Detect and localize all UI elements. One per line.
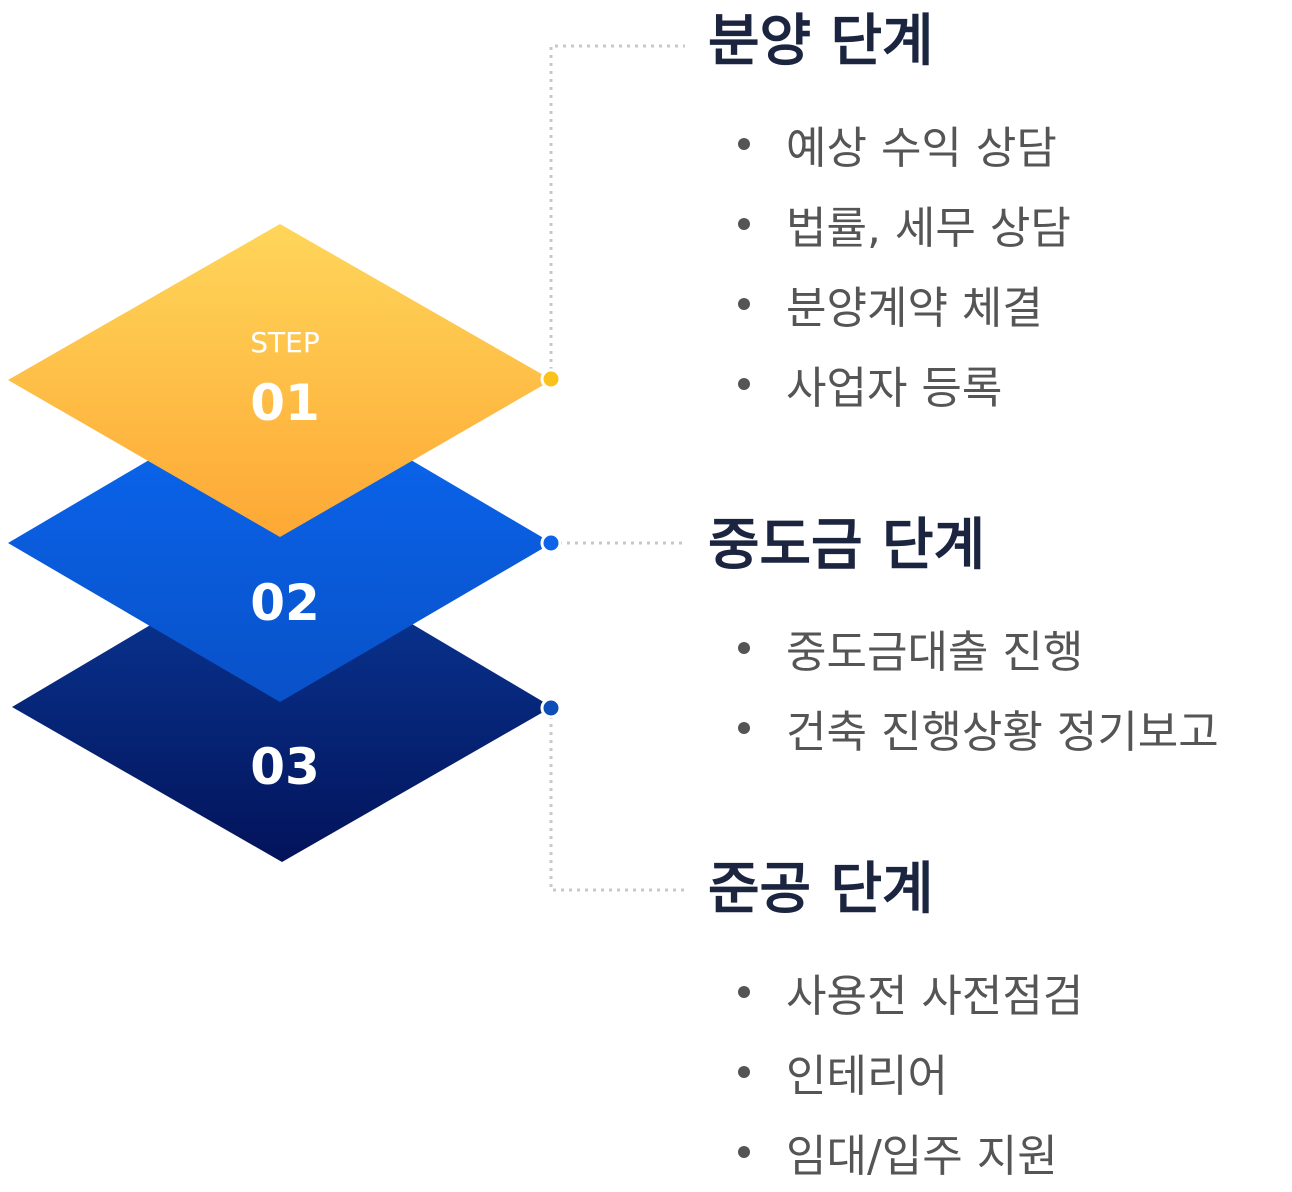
stage-1-item: 예상 수익 상담: [738, 104, 1071, 184]
bullet-icon: [738, 986, 750, 998]
step-1-connector-dot: [540, 368, 562, 390]
stage-2-item: 중도금대출 진행: [738, 608, 1219, 688]
stage-1-item-list: 예상 수익 상담 법률, 세무 상담 분양계약 체결 사업자 등록: [738, 104, 1071, 424]
stage-1-item-text: 예상 수익 상담: [786, 123, 1057, 174]
stage-2-title: 중도금 단계: [708, 513, 986, 578]
stage-3-item-text: 사용전 사전점검: [786, 971, 1084, 1022]
step-2-number: 02: [250, 574, 320, 632]
stage-2-item: 건축 진행상황 정기보고: [738, 688, 1219, 768]
step-3-diamond: [12, 547, 552, 862]
bullet-icon: [738, 378, 750, 390]
bullet-icon: [738, 642, 750, 654]
step-1-diamond: [8, 224, 552, 537]
stage-1-item-text: 사업자 등록: [786, 363, 1003, 414]
connector-line-3: [549, 708, 685, 892]
stage-1-title: 분양 단계: [708, 9, 934, 74]
stage-3-item-text: 임대/입주 지원: [786, 1131, 1058, 1182]
step-label: STEP: [250, 326, 319, 359]
stage-1-item-text: 법률, 세무 상담: [786, 203, 1071, 254]
stage-3-item: 사용전 사전점검: [738, 952, 1083, 1032]
connector-line-1: [549, 44, 685, 378]
stage-2-item-text: 건축 진행상황 정기보고: [786, 707, 1219, 758]
bullet-icon: [738, 1146, 750, 1158]
step-3-connector-dot: [540, 697, 562, 719]
bullet-icon: [738, 218, 750, 230]
stage-1-item: 분양계약 체결: [738, 264, 1071, 344]
stage-1-item: 법률, 세무 상담: [738, 184, 1071, 264]
bullet-icon: [738, 1066, 750, 1078]
stage-1-item: 사업자 등록: [738, 344, 1071, 424]
stage-3-item: 임대/입주 지원: [738, 1112, 1083, 1192]
bullet-icon: [738, 722, 750, 734]
bullet-icon: [738, 298, 750, 310]
step-1-number: 01: [250, 374, 320, 432]
stage-3-item-list: 사용전 사전점검 인테리어 임대/입주 지원: [738, 952, 1083, 1192]
step-2-diamond: [8, 383, 552, 702]
stage-3-item-text: 인테리어: [786, 1051, 948, 1102]
step-3-number: 03: [250, 738, 320, 796]
stage-3-item: 인테리어: [738, 1032, 1083, 1112]
bullet-icon: [738, 138, 750, 150]
stage-3-title: 준공 단계: [708, 857, 934, 922]
stage-1-item-text: 분양계약 체결: [786, 283, 1043, 334]
step-2-connector-dot: [540, 532, 562, 554]
stage-2-item-text: 중도금대출 진행: [786, 627, 1084, 678]
stage-2-item-list: 중도금대출 진행 건축 진행상황 정기보고: [738, 608, 1219, 768]
